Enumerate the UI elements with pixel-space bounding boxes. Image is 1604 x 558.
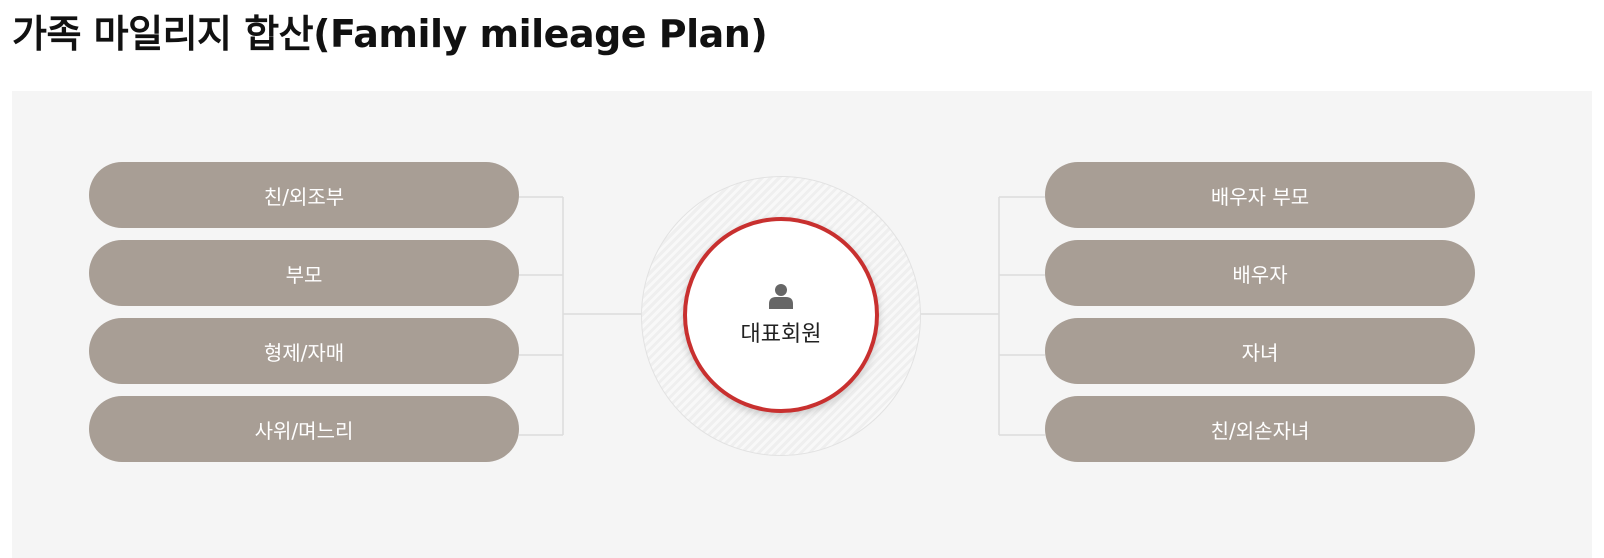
- family-item-parents[interactable]: 부모: [89, 240, 519, 306]
- family-item-label: 형제/자매: [263, 340, 345, 365]
- family-item-label: 친/외손자녀: [1210, 418, 1310, 443]
- representative-member-node: 대표회원: [683, 217, 879, 413]
- family-item-label: 부모: [285, 262, 323, 287]
- family-item-grandparents[interactable]: 친/외조부: [89, 162, 519, 228]
- page-title: 가족 마일리지 합산(Family mileage Plan): [12, 12, 768, 56]
- family-item-children[interactable]: 자녀: [1045, 318, 1475, 384]
- family-item-label: 자녀: [1241, 340, 1279, 365]
- family-item-label: 친/외조부: [263, 184, 345, 209]
- family-diagram-panel: 친/외조부 부모 형제/자매 사위/며느리 대표회원 배우자 부모 배우자 자녀…: [12, 91, 1592, 558]
- family-item-siblings[interactable]: 형제/자매: [89, 318, 519, 384]
- family-item-grandchildren[interactable]: 친/외손자녀: [1045, 396, 1475, 462]
- family-item-spouse-parents[interactable]: 배우자 부모: [1045, 162, 1475, 228]
- person-icon: [769, 284, 793, 309]
- family-item-label: 배우자 부모: [1210, 184, 1310, 209]
- family-item-label: 배우자: [1232, 262, 1288, 287]
- family-item-label: 사위/며느리: [254, 418, 354, 443]
- center-label: 대표회원: [740, 322, 822, 347]
- family-item-children-in-law[interactable]: 사위/며느리: [89, 396, 519, 462]
- family-item-spouse[interactable]: 배우자: [1045, 240, 1475, 306]
